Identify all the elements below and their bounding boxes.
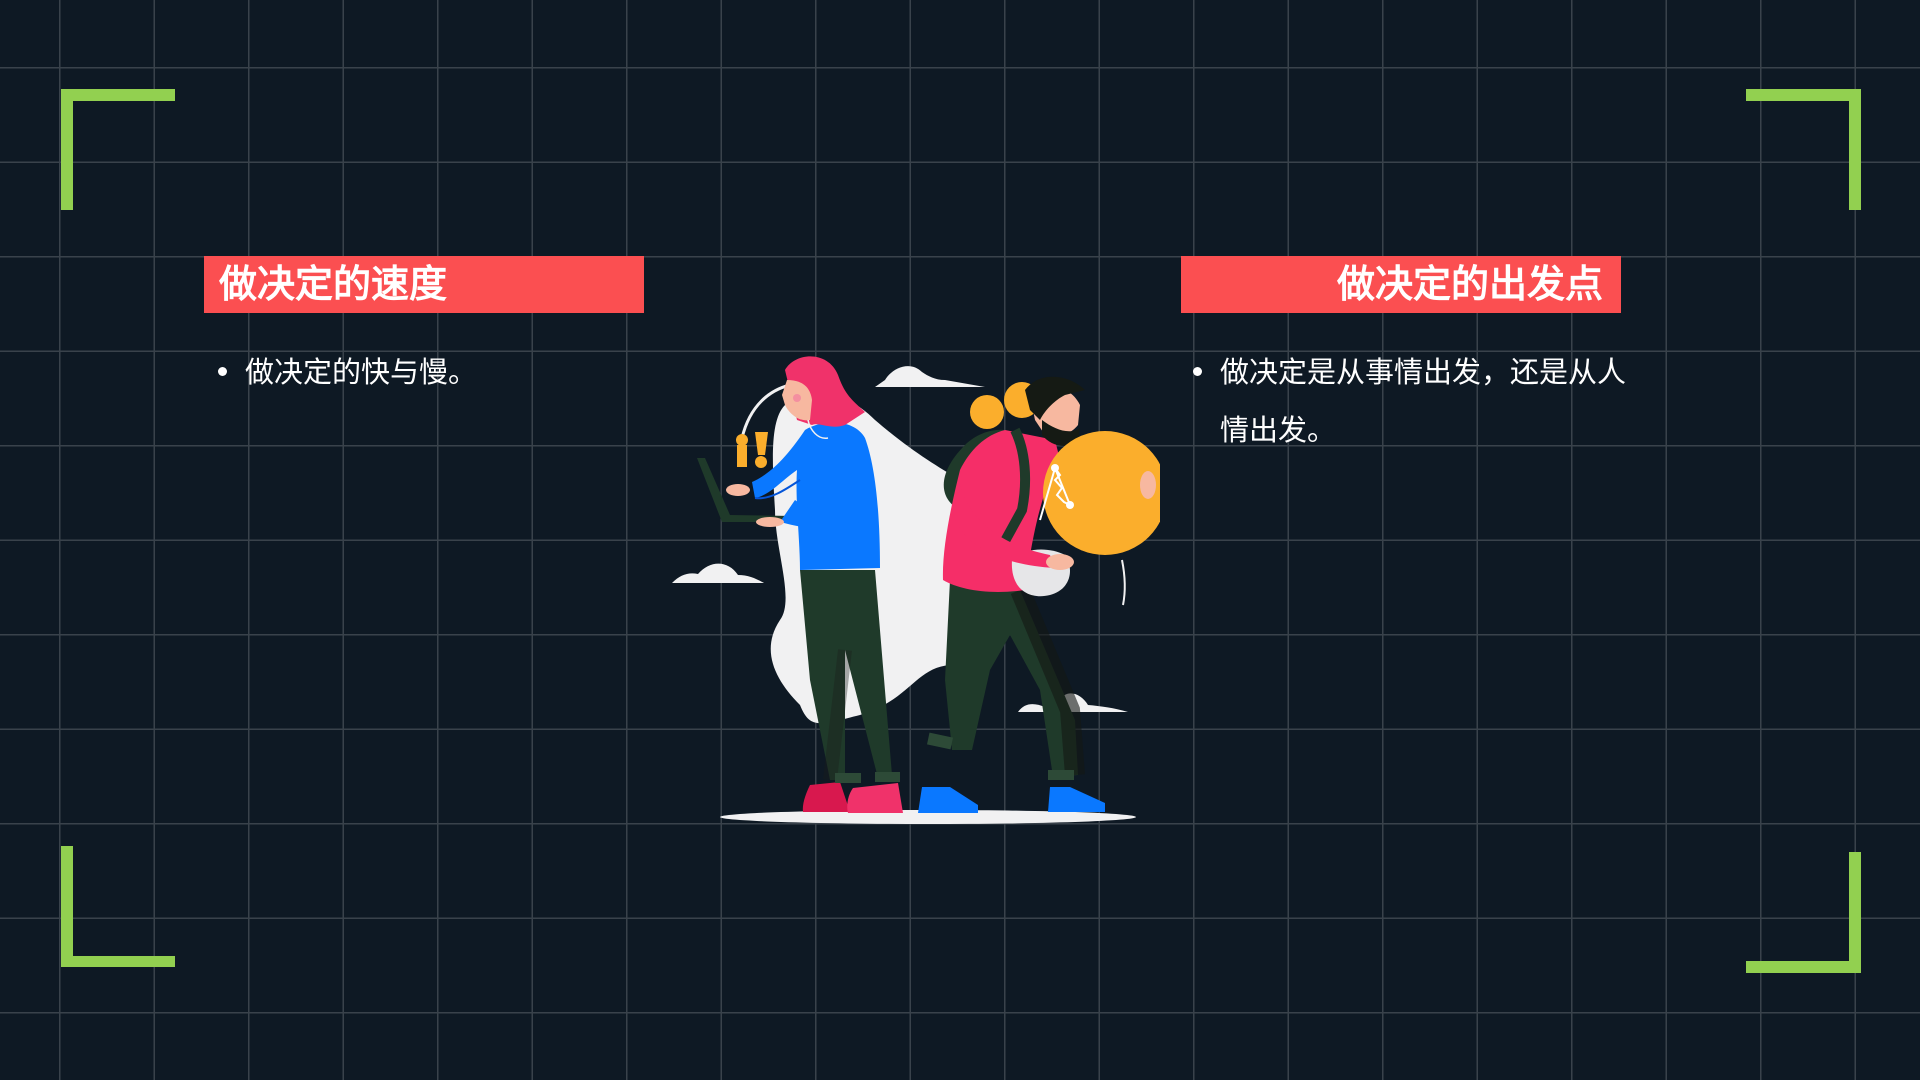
decision-illustration [672,356,1160,824]
bullet-item: 做决定的快与慢。 [218,343,638,401]
exclamation-icon [737,445,747,467]
bullet-item: 做决定是从事情出发，还是从人情出发。 [1193,343,1630,459]
section-title-speed: 做决定的速度 [204,256,644,313]
bullet-list-speed: 做决定的快与慢。 [218,343,638,401]
cloud-icon [875,366,985,387]
lightbulb-icon [970,395,1004,429]
bullet-text: 做决定是从事情出发，还是从人情出发。 [1220,355,1627,447]
ground-ellipse [720,810,1136,824]
man-figure [918,376,1160,813]
bullet-text: 做决定的快与慢。 [245,355,478,389]
cloud-icon [672,563,764,583]
woman-figure [697,356,903,813]
laptop-icon [697,458,795,522]
bullet-list-starting-point: 做决定是从事情出发，还是从人情出发。 [1193,343,1633,459]
bullet-dot-icon [218,367,227,376]
section-title-starting-point: 做决定的出发点 [1181,256,1621,313]
bullet-dot-icon [1193,367,1202,376]
big-lightbulb-icon [1043,431,1160,555]
